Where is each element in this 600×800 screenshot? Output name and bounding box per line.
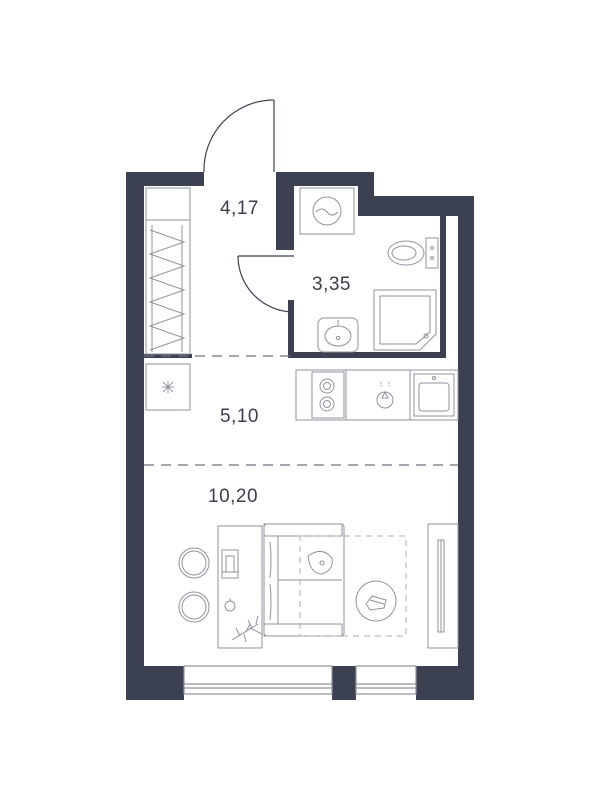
kitchen-sink-icon: [413, 373, 455, 417]
pillow-icon: [307, 551, 333, 575]
room-area-kitchen: 5,10: [220, 406, 259, 427]
windows: [183, 665, 417, 695]
sofa-icon: [263, 523, 345, 637]
toilet-icon: [387, 237, 439, 269]
coffee-table-icon: [355, 580, 397, 622]
stove-icon: [311, 371, 345, 419]
walls: [126, 172, 474, 700]
tap-icon: [376, 382, 394, 409]
zone-separators: [144, 355, 458, 466]
room-area-bathroom: 3,35: [312, 274, 351, 295]
entrance-door: [203, 99, 275, 173]
sink-icon: [317, 317, 359, 353]
fridge-icon: [145, 363, 191, 411]
shower-icon: [373, 289, 437, 351]
chair-icon: [178, 547, 210, 623]
tv-icon: [427, 523, 459, 649]
plant-icon: [231, 615, 263, 643]
table-icon: [217, 525, 263, 649]
room-area-hall: 4,17: [220, 198, 259, 219]
wardrobe-icon: [145, 187, 191, 355]
bathroom-door: [237, 255, 295, 313]
room-area-living: 10,20: [208, 486, 259, 507]
carpet: [299, 535, 407, 637]
washing-machine-icon: [299, 187, 355, 235]
kitchen-counter: [295, 369, 459, 421]
